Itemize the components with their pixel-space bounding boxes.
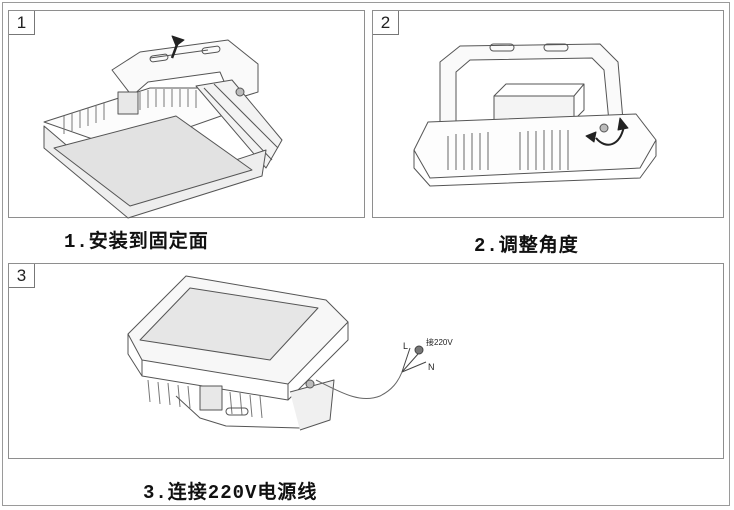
step-2-lamp-illustration <box>413 43 657 187</box>
step-3-lamp-illustration: L N 接220V <box>127 275 453 431</box>
step-2-number: 2 <box>373 11 399 35</box>
step-1-number: 1 <box>9 11 35 35</box>
step-2-caption: 2.调整角度 <box>474 235 579 257</box>
step-1-lamp-illustration <box>43 35 283 219</box>
step-3-panel: 3 <box>8 263 724 459</box>
step-3-number: 3 <box>9 264 35 288</box>
ground-symbol-label: 接220V <box>426 337 453 347</box>
neutral-wire-label: N <box>428 362 435 372</box>
step-3-caption: 3.连接220V电源线 <box>143 482 318 504</box>
step-1-caption: 1.安装到固定面 <box>64 231 209 253</box>
live-wire-label: L <box>403 341 408 351</box>
